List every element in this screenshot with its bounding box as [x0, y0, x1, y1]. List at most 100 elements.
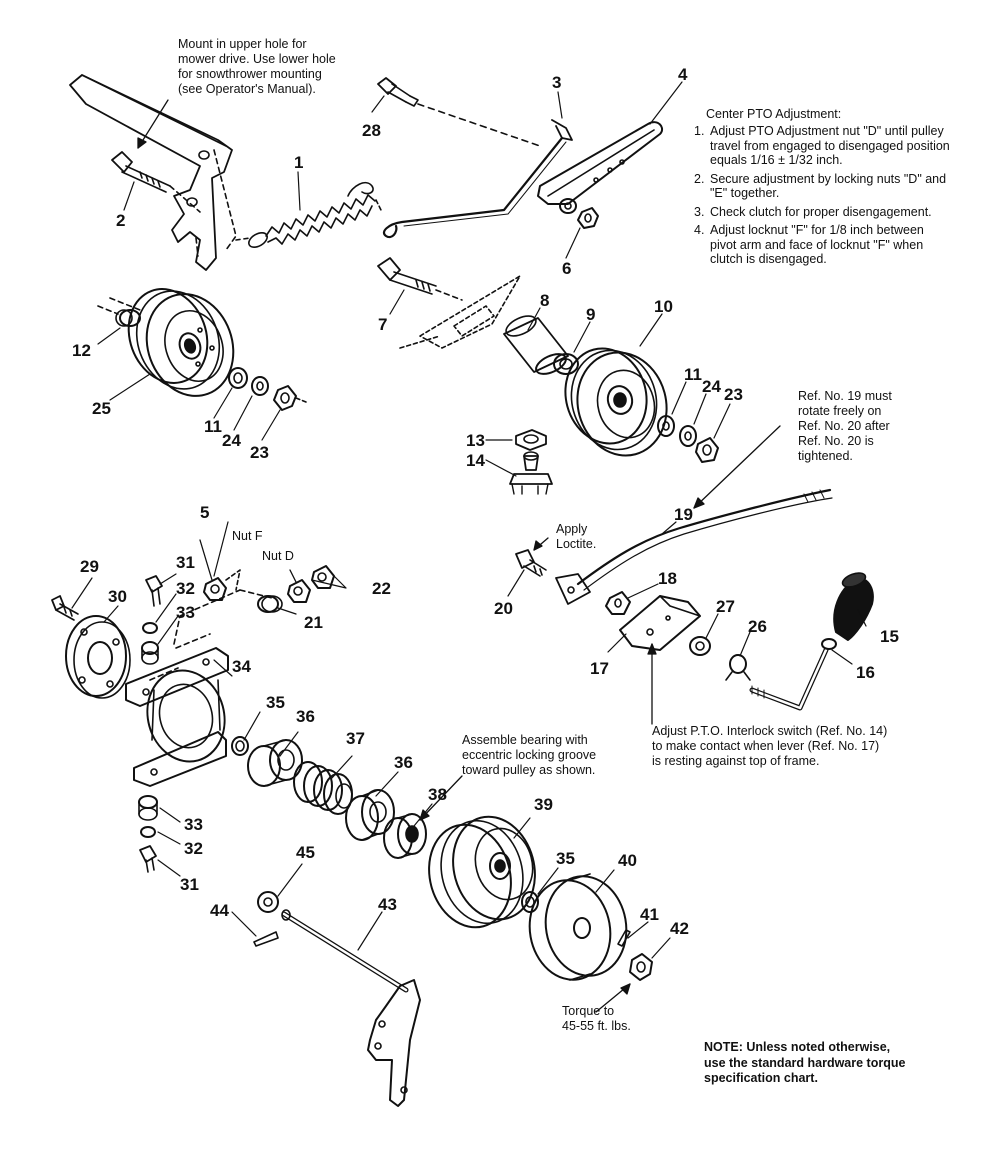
pto-rod-19-drawing: [555, 488, 833, 605]
note-leaders: [137, 99, 781, 1013]
ref-19-note: Ref. No. 19 must rotate freely on Ref. N…: [798, 389, 892, 463]
mount-note: Mount in upper hole for mower drive. Use…: [178, 37, 336, 96]
callout-27: 27: [716, 597, 735, 616]
callout-4: 4: [678, 65, 688, 84]
lockwasher-32-bottom-drawing: [140, 826, 156, 838]
knob-15-drawing: [833, 572, 874, 641]
lockwasher-32-top-drawing: [142, 622, 158, 634]
spring-1-drawing: [235, 181, 376, 249]
callout-1: 1: [294, 153, 303, 172]
callout-40: 40: [618, 851, 637, 870]
loctite-note: Apply Loctite.: [556, 522, 597, 551]
callout-23-left: 23: [250, 443, 269, 462]
callout-11-right: 11: [684, 365, 702, 384]
callout-19: 19: [674, 505, 693, 524]
spacer-33-top-drawing: [141, 641, 159, 665]
spacer-8-drawing: [503, 315, 569, 375]
callout-36-right: 36: [394, 753, 413, 772]
torque-note: Torque to 45-55 ft. lbs.: [562, 1004, 631, 1033]
pto-adjustment-header: Center PTO Adjustment:: [706, 107, 842, 121]
callout-23-right: 23: [724, 385, 743, 404]
callout-31-bottom: 31: [180, 875, 199, 894]
callout-9: 9: [586, 305, 595, 324]
pto-step-3: 3.Check clutch for proper disengagement.: [694, 204, 932, 219]
callout-36-left: 36: [296, 707, 315, 726]
washer-11-right-drawing: [657, 415, 675, 437]
callout-35-top: 35: [266, 693, 285, 712]
spring-37-drawing: [293, 761, 353, 815]
clutch-pulley-39-drawing: [428, 815, 536, 929]
callout-33-bottom: 33: [184, 815, 203, 834]
washer-11-left-drawing: [228, 367, 248, 389]
idler-pulley-25-drawing: [127, 288, 235, 397]
callout-15: 15: [880, 627, 899, 646]
standard-hardware-note: NOTE: Unless noted otherwise, use the st…: [704, 1040, 906, 1085]
jam-nut-13-drawing: [515, 429, 547, 451]
nut-23-right-drawing: [695, 437, 719, 463]
callout-13: 13: [466, 431, 485, 450]
interlock-switch-14-drawing: [509, 451, 553, 495]
callout-33-top: 33: [176, 603, 195, 622]
pivot-lever-17-drawing: [619, 595, 701, 651]
pulley-40-drawing: [528, 873, 628, 981]
callout-34: 34: [232, 657, 251, 676]
callout-7: 7: [378, 315, 387, 334]
callout-35-bottom: 35: [556, 849, 575, 868]
callout-18: 18: [658, 569, 677, 588]
mounting-bracket-drawing: [69, 74, 237, 271]
nuts-6-drawing: [559, 198, 599, 229]
callout-42: 42: [670, 919, 689, 938]
callout-leaders: [71, 81, 867, 959]
shoulder-bolt-20-drawing: [515, 549, 547, 577]
callout-32-bottom: 32: [184, 839, 203, 858]
bushing-9-drawing: [553, 353, 579, 375]
callout-numbers: 1 2 3 4 5 6 7 8 9 10 11 11 12 13 14 15 1…: [72, 65, 899, 938]
washer-35-top-drawing: [231, 736, 249, 756]
pivot-arm-4-drawing: [537, 121, 664, 205]
callout-11-left: 11: [204, 417, 222, 436]
washer-45-drawing: [257, 891, 279, 913]
callout-2: 2: [116, 211, 125, 230]
callout-10: 10: [654, 297, 673, 316]
bearing-38-drawing: [383, 813, 427, 859]
callout-44: 44: [210, 901, 229, 920]
callout-14: 14: [466, 451, 485, 470]
callout-37: 37: [346, 729, 365, 748]
idler-spacer-12-drawing: [97, 297, 141, 327]
callout-38: 38: [428, 785, 447, 804]
callout-28: 28: [362, 121, 381, 140]
cotter-pin-44-drawing: [253, 931, 279, 947]
callout-43: 43: [378, 895, 397, 914]
pto-adjustment-steps: 1.Adjust PTO Adjustment nut "D" until pu…: [692, 124, 950, 271]
spacer-33-bottom-drawing: [138, 795, 158, 821]
bearing-note: Assemble bearing with eccentric locking …: [462, 733, 597, 777]
callout-24-right: 24: [702, 377, 721, 396]
callout-17: 17: [590, 659, 609, 678]
callout-32-top: 32: [176, 579, 195, 598]
interlock-note: Adjust P.T.O. Interlock switch (Ref. No.…: [652, 724, 888, 768]
nut-f-5-drawing: [203, 569, 241, 601]
callout-21: 21: [304, 613, 323, 632]
bearing-36-right-drawing: [345, 789, 395, 841]
callout-26: 26: [748, 617, 767, 636]
callout-29: 29: [80, 557, 99, 576]
pto-rod-3-drawing: [375, 119, 573, 239]
drive-pulley-10-drawing: [564, 347, 668, 457]
callout-12: 12: [72, 341, 91, 360]
pto-step-4: 4.Adjust locknut "F" for 1/8 inch betwee…: [694, 223, 924, 266]
callout-45: 45: [296, 843, 315, 862]
callout-22: 22: [372, 579, 391, 598]
callout-39: 39: [534, 795, 553, 814]
lockwasher-24-right-drawing: [679, 425, 697, 447]
callout-16: 16: [856, 663, 875, 682]
callout-41: 41: [640, 905, 659, 924]
screw-31-bottom-drawing: [139, 845, 157, 873]
callout-30: 30: [108, 587, 127, 606]
callout-20: 20: [494, 599, 513, 618]
lockwasher-24-left-drawing: [251, 376, 269, 396]
bolt-29-drawing: [51, 595, 79, 621]
nut-23-left-drawing: [273, 385, 307, 411]
pto-step-2: 2.Secure adjustment by locking nuts "D" …: [694, 171, 947, 201]
nut-d-tag: Nut D: [262, 549, 294, 563]
